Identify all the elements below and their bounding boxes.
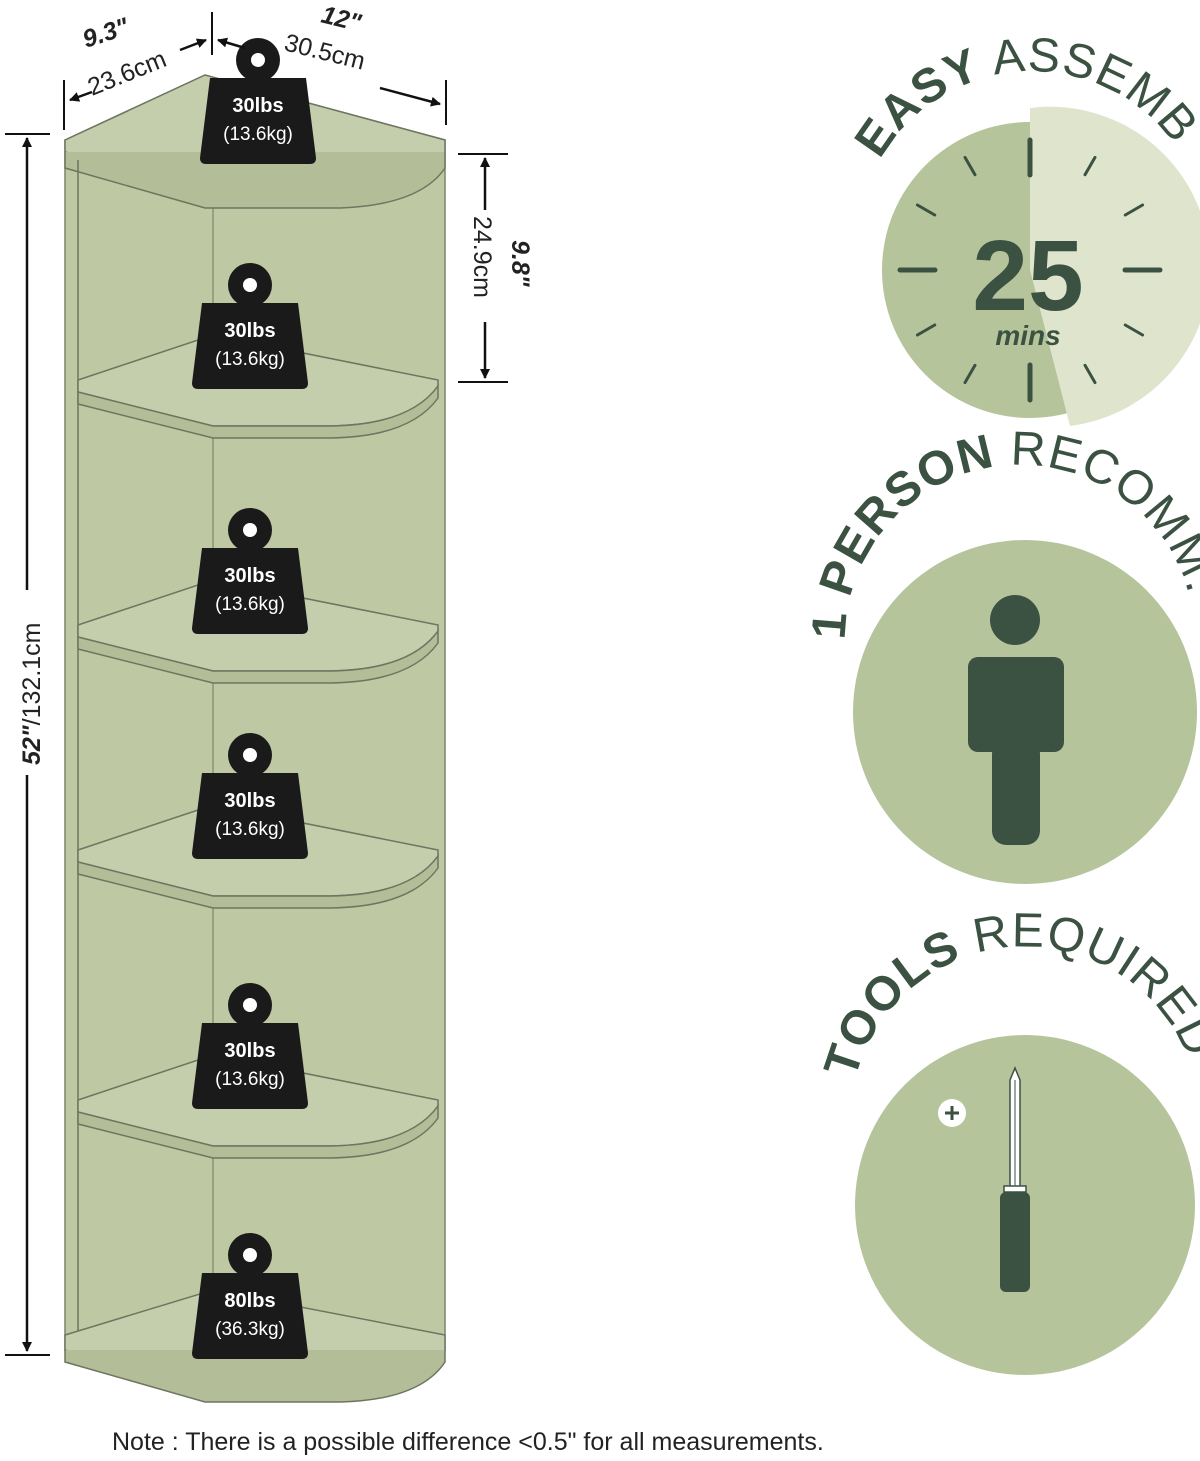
weight-lbs-label: 80lbs bbox=[224, 1290, 275, 1312]
weight-kg-label: (13.6kg) bbox=[215, 819, 285, 840]
person-icon bbox=[968, 595, 1064, 845]
weight-kg-label: (13.6kg) bbox=[215, 594, 285, 615]
shelf-gap-cm-label: 24.9cm bbox=[468, 216, 496, 298]
measurement-note: Note : There is a possible difference <0… bbox=[112, 1428, 824, 1456]
weight-capacity-tag: 80lbs (36.3kg) bbox=[192, 1233, 308, 1359]
depth-cm-label: 23.6cm bbox=[84, 45, 171, 102]
tools-badge: TOOLS REQUIRED bbox=[815, 904, 1200, 1375]
weight-kg-label: (13.6kg) bbox=[215, 349, 285, 370]
height-cm-label: /132.1cm bbox=[18, 622, 46, 725]
clock-tick bbox=[915, 203, 937, 217]
weight-kg-label: (36.3kg) bbox=[215, 1319, 285, 1340]
weight-capacity-tag: 30lbs (13.6kg) bbox=[192, 983, 308, 1109]
height-label: 52"/132.1cm bbox=[18, 622, 46, 765]
shelf-gap-inch-label: 9.8" bbox=[506, 240, 534, 288]
depth-inch-label: 9.3" bbox=[79, 12, 133, 53]
weight-kg-label: (13.6kg) bbox=[215, 1069, 285, 1090]
clock-tick bbox=[1083, 155, 1097, 177]
screwdriver-icon bbox=[938, 1066, 1030, 1292]
clock-remaining-wedge bbox=[1030, 106, 1200, 426]
weight-lbs-label: 30lbs bbox=[224, 320, 275, 342]
clock-tick bbox=[1123, 323, 1145, 337]
height-dimension: 52"/132.1cm bbox=[5, 133, 50, 1356]
weight-kg-label: (13.6kg) bbox=[223, 124, 293, 145]
height-inch-label: 52" bbox=[18, 724, 46, 765]
weight-lbs-label: 30lbs bbox=[232, 95, 283, 117]
weight-capacity-tag: 30lbs (13.6kg) bbox=[192, 508, 308, 634]
clock-tick bbox=[915, 323, 937, 337]
one-person-badge: 1 PERSON RECOMM. bbox=[803, 422, 1200, 884]
clock-tick bbox=[963, 363, 977, 385]
weight-capacity-tag: 30lbs (13.6kg) bbox=[192, 733, 308, 859]
clock-tick bbox=[963, 155, 977, 177]
shelf-gap-dimension: 24.9cm 9.8" bbox=[458, 153, 534, 383]
weight-capacity-tag: 30lbs (13.6kg) bbox=[200, 38, 316, 164]
assembly-minutes-value: 25 bbox=[972, 220, 1083, 332]
weight-lbs-label: 30lbs bbox=[224, 1040, 275, 1062]
clock-ticks bbox=[897, 137, 1163, 403]
weight-capacity-tag: 30lbs (13.6kg) bbox=[192, 263, 308, 389]
weight-lbs-label: 30lbs bbox=[224, 565, 275, 587]
assembly-minutes-unit: mins bbox=[995, 320, 1060, 351]
clock-tick bbox=[1083, 363, 1097, 385]
width-inch-label: 12" bbox=[319, 1, 365, 38]
clock-tick bbox=[1123, 203, 1145, 217]
weight-lbs-label: 30lbs bbox=[224, 790, 275, 812]
